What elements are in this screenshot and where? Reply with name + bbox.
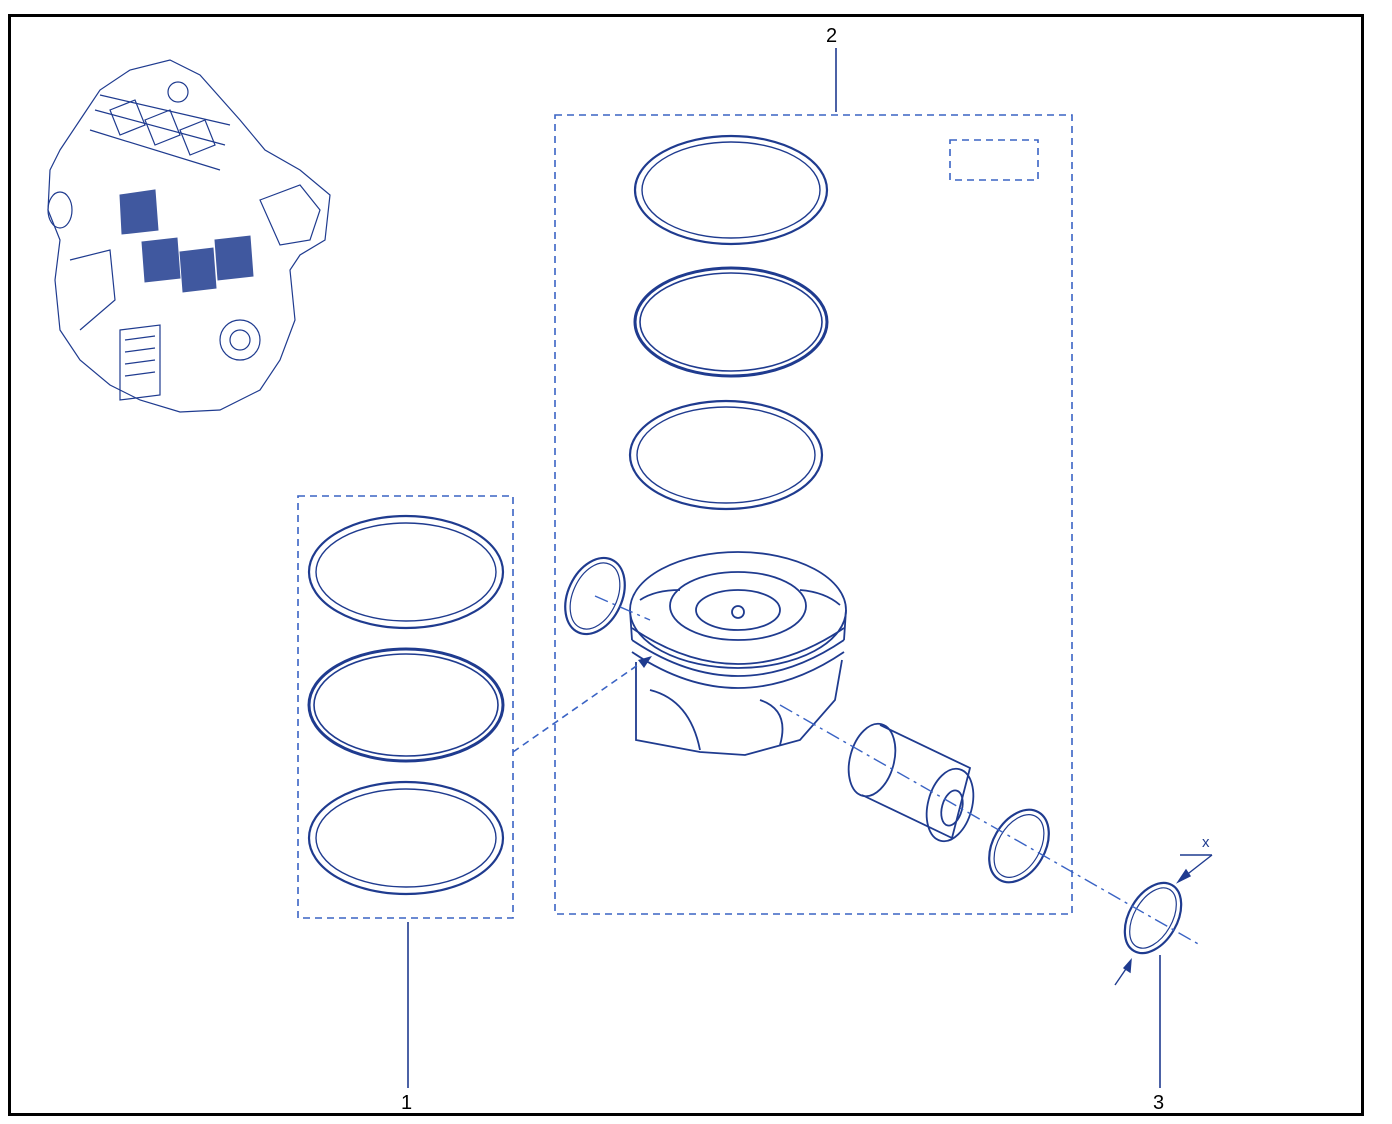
engine-pistons-highlight (119, 189, 254, 293)
piston-ring-top (307, 514, 505, 630)
diagram-frame (8, 14, 1364, 1116)
callout-item-2: 2 (826, 25, 838, 47)
piston-ring-2-middle (633, 266, 829, 378)
circlip-item-3 (1123, 881, 1183, 955)
quantity-note-box (949, 139, 1039, 181)
callout-item-1: 1 (401, 1092, 413, 1114)
piston (629, 551, 847, 756)
thickness-dimension (1114, 854, 1213, 986)
piston-ring-2-top (633, 134, 829, 246)
circlip-axis (594, 595, 651, 621)
ring-set-1-box (297, 495, 514, 919)
piston-ring-2-oil (628, 399, 824, 511)
ring-assembly-axis (512, 659, 646, 753)
engine-assembly-thumbnail (47, 59, 331, 413)
piston-pin (847, 722, 975, 843)
piston-pin-circlip-right (988, 808, 1050, 884)
piston-ring-oil (307, 780, 505, 896)
callout-item-3: 3 (1153, 1092, 1165, 1114)
dimension-label-x: x (1202, 834, 1210, 851)
ring-set-1 (307, 514, 505, 896)
piston-assembly-box (554, 114, 1073, 915)
axis-arrowhead (638, 656, 652, 668)
ring-set-2 (628, 134, 829, 511)
pin-axis (779, 704, 1201, 946)
piston-ring-middle (307, 647, 505, 763)
